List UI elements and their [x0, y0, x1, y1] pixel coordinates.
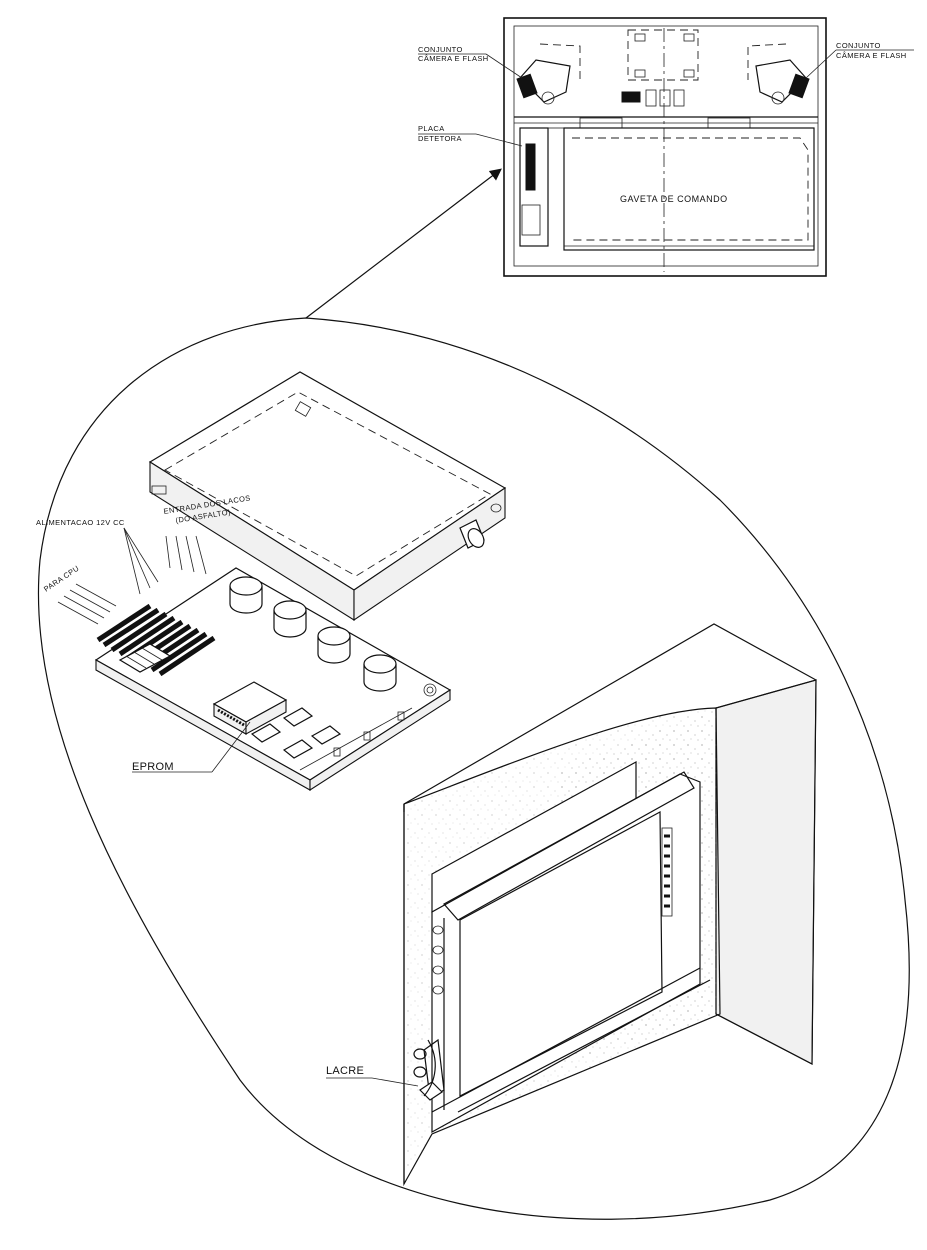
svg-text:CONJUNTO: CONJUNTO [418, 45, 463, 54]
cover-connector [459, 519, 485, 549]
callout-arrow [305, 168, 502, 319]
label-power-input: ALIMENTACAO 12V CC [36, 518, 125, 527]
seal-lock [413, 1038, 445, 1101]
small-ics [250, 707, 342, 759]
heatsink [118, 643, 172, 673]
svg-text:DETETORA: DETETORA [418, 134, 462, 143]
label-control-drawer: GAVETA DE COMANDO [620, 194, 728, 204]
svg-text:PLACA: PLACA [418, 124, 445, 133]
svg-text:CÂMERA E FLASH: CÂMERA E FLASH [418, 54, 489, 63]
detector-pcb [57, 567, 452, 792]
top-view-plan [503, 17, 827, 277]
svg-text:CÂMERA E FLASH: CÂMERA E FLASH [836, 51, 907, 60]
board-cover [148, 371, 507, 622]
eprom-chip [212, 681, 288, 735]
svg-text:CONJUNTO: CONJUNTO [836, 41, 881, 50]
camera-flash-left-plan [516, 43, 581, 105]
label-camera-right: CONJUNTO CÂMERA E FLASH [805, 41, 914, 79]
label-camera-left: CONJUNTO CÂMERA E FLASH [418, 45, 523, 79]
camera-flash-right-plan [747, 43, 810, 105]
label-to-cpu: PARA CPU [42, 564, 81, 594]
cabinet-3d [403, 623, 817, 1187]
label-detector-board: PLACA DETETORA [418, 124, 523, 147]
capacitors [229, 576, 397, 692]
detail-callout-outline [37, 317, 910, 1220]
led-strip [661, 827, 673, 917]
label-seal: LACRE [326, 1065, 364, 1077]
label-eprom: EPROM [132, 761, 174, 773]
